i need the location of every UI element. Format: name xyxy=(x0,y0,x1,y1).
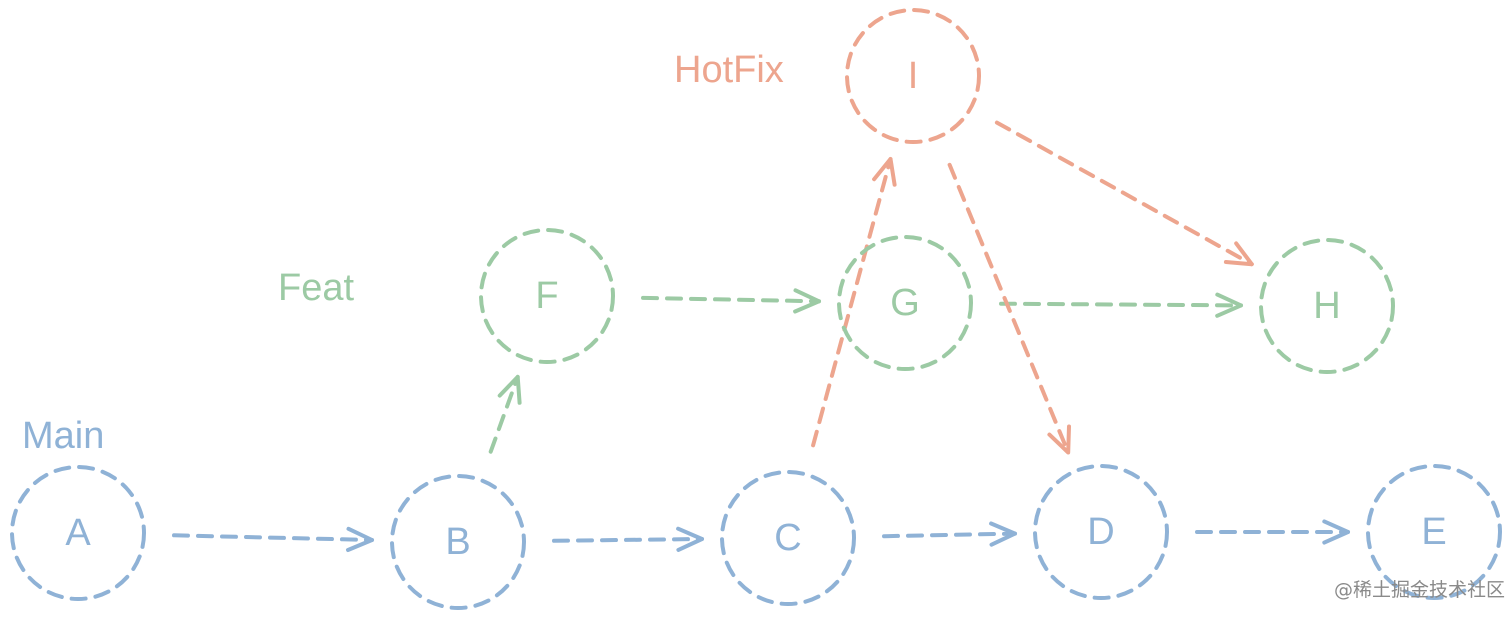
edge-line xyxy=(552,537,704,543)
node-i: I xyxy=(845,8,981,144)
arrow-head-icon xyxy=(497,374,522,405)
node-label: I xyxy=(908,55,919,97)
node-e: E xyxy=(1366,464,1502,600)
edge-a-to-b xyxy=(172,526,374,552)
edge-i-to-h xyxy=(994,120,1254,267)
edge-d-to-e xyxy=(1195,519,1350,545)
edge-i-to-d xyxy=(947,162,1071,455)
node-b: B xyxy=(390,474,526,610)
node-circle xyxy=(479,228,615,364)
edge-c-to-d xyxy=(882,521,1017,547)
branch-label-hotfix: HotFix xyxy=(674,49,784,91)
edge-f-to-g xyxy=(641,288,821,314)
edge-g-to-h xyxy=(999,292,1243,318)
watermark: @稀土掘金技术社区 xyxy=(1334,579,1505,601)
edge-line xyxy=(882,531,1017,539)
edge-line xyxy=(172,533,374,542)
edge-line xyxy=(999,301,1243,308)
edge-line xyxy=(641,295,821,304)
node-a: A xyxy=(10,465,146,601)
edge-line xyxy=(947,162,1071,455)
node-circle xyxy=(845,8,981,144)
node-circle xyxy=(837,235,973,371)
edge-c-to-i xyxy=(811,157,897,448)
node-circle xyxy=(1033,464,1169,600)
node-label: A xyxy=(65,512,91,554)
arrow-head-icon xyxy=(872,157,897,187)
edge-line xyxy=(994,120,1254,267)
edge-b-to-c xyxy=(552,526,704,552)
node-label: B xyxy=(445,521,470,563)
node-circle xyxy=(1366,464,1502,600)
arrow-head-icon xyxy=(1322,519,1350,545)
branch-label-main: Main xyxy=(22,415,104,457)
edges-layer xyxy=(172,120,1350,552)
edge-b-to-f xyxy=(488,374,522,454)
node-circle xyxy=(720,470,856,606)
arrow-head-icon xyxy=(793,288,821,314)
nodes-layer: A B C D E F G H I xyxy=(10,8,1502,610)
node-label: C xyxy=(774,517,801,559)
node-g: G xyxy=(837,235,973,371)
arrow-head-icon xyxy=(1047,424,1071,455)
edge-line xyxy=(488,374,520,454)
edge-line xyxy=(811,157,893,448)
arrow-head-icon xyxy=(676,526,704,552)
node-label: D xyxy=(1087,511,1114,553)
arrow-head-icon xyxy=(1215,292,1243,318)
node-circle xyxy=(1259,238,1395,374)
node-circle xyxy=(390,474,526,610)
node-label: F xyxy=(535,275,558,317)
node-f: F xyxy=(479,228,615,364)
arrow-head-icon xyxy=(989,521,1017,547)
arrow-head-icon xyxy=(1223,241,1254,267)
node-circle xyxy=(10,465,146,601)
arrow-head-icon xyxy=(346,526,374,552)
node-d: D xyxy=(1033,464,1169,600)
branch-label-feat: Feat xyxy=(278,267,354,309)
node-c: C xyxy=(720,470,856,606)
node-label: E xyxy=(1421,511,1446,553)
node-h: H xyxy=(1259,238,1395,374)
node-label: G xyxy=(890,282,920,324)
node-label: H xyxy=(1313,285,1340,327)
